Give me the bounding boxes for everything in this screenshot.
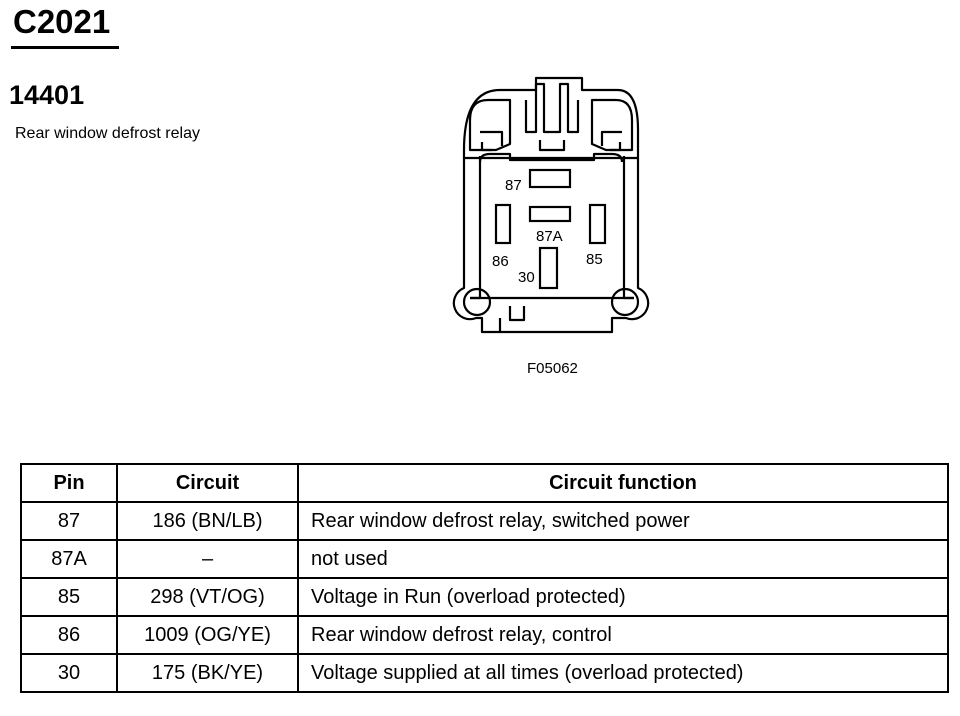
cell-pin: 85 (20, 577, 118, 617)
title-underline (11, 46, 119, 49)
terminal-85 (588, 203, 607, 245)
component-number: 14401 (9, 80, 85, 110)
figure-id: F05062 (527, 360, 578, 377)
header-function: Circuit function (297, 463, 949, 503)
connector-title: C2021 (13, 3, 111, 40)
cell-pin: 30 (20, 653, 118, 693)
table-row: 87 186 (BN/LB) Rear window defrost relay… (20, 501, 949, 541)
terminal-label-85: 85 (586, 251, 603, 268)
table-row: 87A – not used (20, 539, 949, 579)
cell-function: Rear window defrost relay, switched powe… (297, 501, 949, 541)
header-circuit: Circuit (116, 463, 299, 503)
header-pin: Pin (20, 463, 118, 503)
cell-pin: 87A (20, 539, 118, 579)
table-row: 86 1009 (OG/YE) Rear window defrost rela… (20, 615, 949, 655)
terminal-86 (494, 203, 512, 245)
terminal-label-87a: 87A (536, 228, 563, 245)
terminal-30 (538, 246, 559, 290)
cell-circuit: 175 (BK/YE) (116, 653, 299, 693)
cell-circuit: 186 (BN/LB) (116, 501, 299, 541)
cell-function: Voltage supplied at all times (overload … (297, 653, 949, 693)
cell-function: Rear window defrost relay, control (297, 615, 949, 655)
table-row: 85 298 (VT/OG) Voltage in Run (overload … (20, 577, 949, 617)
pin-table: Pin Circuit Circuit function 87 186 (BN/… (20, 463, 949, 693)
component-description: Rear window defrost relay (15, 125, 200, 142)
cell-circuit: – (116, 539, 299, 579)
cell-circuit: 1009 (OG/YE) (116, 615, 299, 655)
cell-pin: 86 (20, 615, 118, 655)
relay-connector-diagram: 87 87A 86 85 30 (452, 76, 650, 334)
terminal-87a (528, 205, 572, 223)
terminal-label-87: 87 (505, 177, 522, 194)
connector-outline (452, 76, 650, 334)
cell-function: not used (297, 539, 949, 579)
terminal-label-86: 86 (492, 253, 509, 270)
cell-circuit: 298 (VT/OG) (116, 577, 299, 617)
cell-pin: 87 (20, 501, 118, 541)
table-header-row: Pin Circuit Circuit function (20, 463, 949, 503)
table-row: 30 175 (BK/YE) Voltage supplied at all t… (20, 653, 949, 693)
terminal-87 (528, 168, 572, 189)
cell-function: Voltage in Run (overload protected) (297, 577, 949, 617)
terminal-label-30: 30 (518, 269, 535, 286)
